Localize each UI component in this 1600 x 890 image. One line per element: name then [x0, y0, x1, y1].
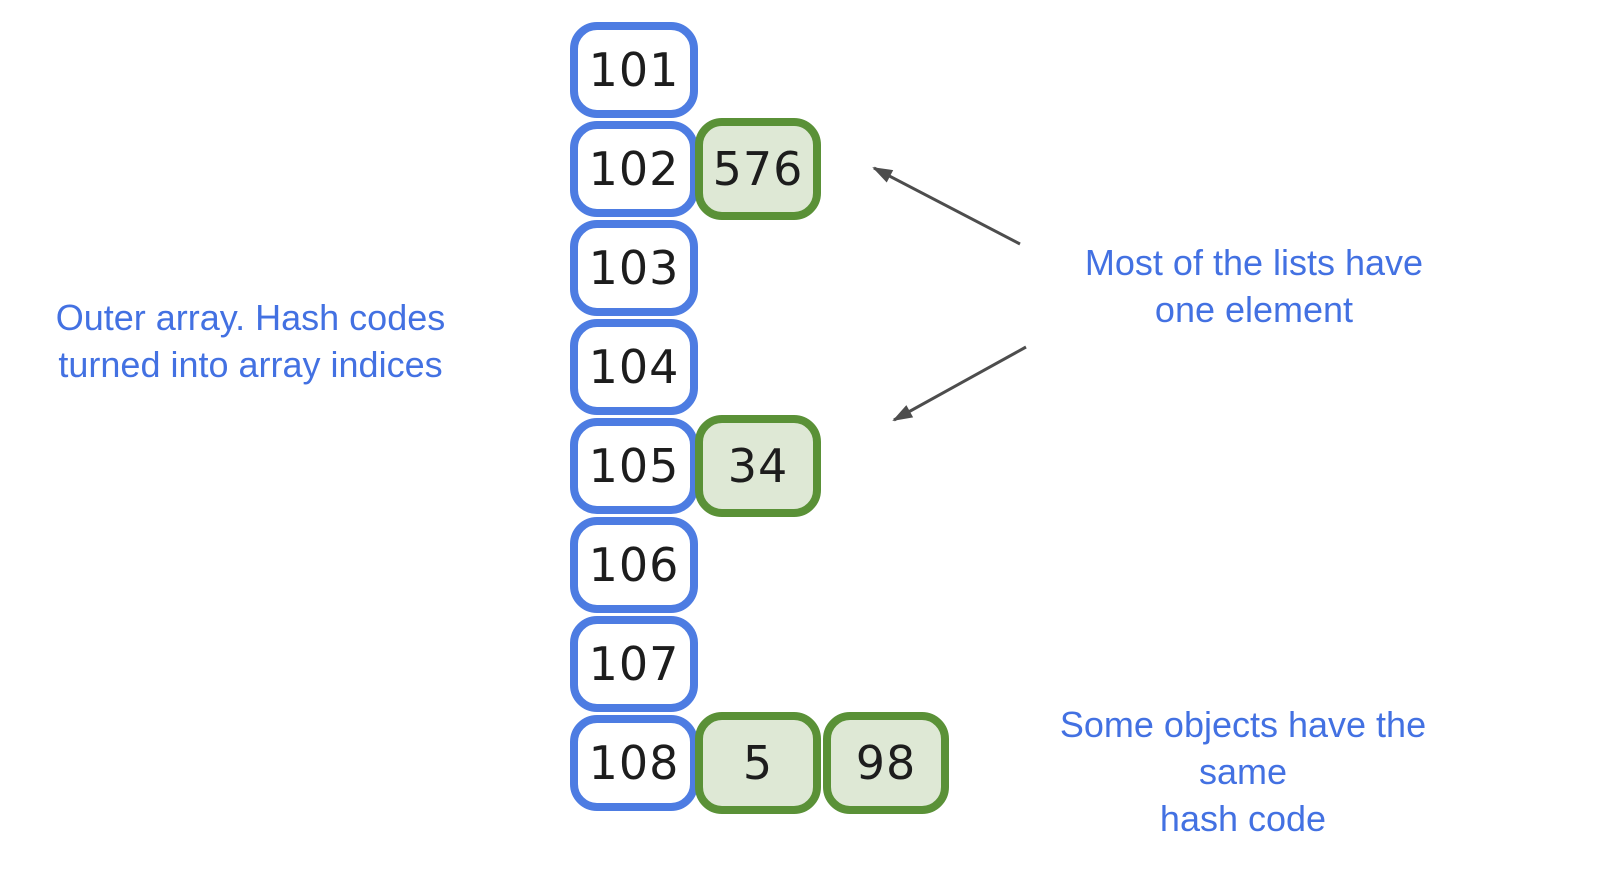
hash-index-box: 104 — [570, 319, 698, 415]
hash-index-box: 105 — [570, 418, 698, 514]
hash-index-box: 102 — [570, 121, 698, 217]
list-element-box: 98 — [823, 712, 949, 814]
hash-row-101: 101 — [570, 22, 698, 118]
hash-index-box: 106 — [570, 517, 698, 613]
hash-row-107: 107 — [570, 616, 698, 712]
hash-row-106: 106 — [570, 517, 698, 613]
most-lists-one-element-label: Most of the lists have one element — [1084, 242, 1424, 330]
outer-array-label: Outer array. Hash codes turned into arra… — [55, 297, 446, 385]
arrow-to-576-box — [872, 166, 1021, 246]
hash-index-box: 108 — [570, 715, 698, 811]
hash-row-104: 104 — [570, 319, 698, 415]
same-hash-code-label: Some objects have the same hash code — [1059, 704, 1427, 839]
list-element-box: 34 — [695, 415, 821, 517]
list-element-box: 576 — [695, 118, 821, 220]
hash-index-box: 107 — [570, 616, 698, 712]
hash-index-box: 101 — [570, 22, 698, 118]
hash-row-103: 103 — [570, 220, 698, 316]
hash-index-box: 103 — [570, 220, 698, 316]
arrow-to-34-box — [892, 345, 1027, 422]
list-element-box: 5 — [695, 712, 821, 814]
